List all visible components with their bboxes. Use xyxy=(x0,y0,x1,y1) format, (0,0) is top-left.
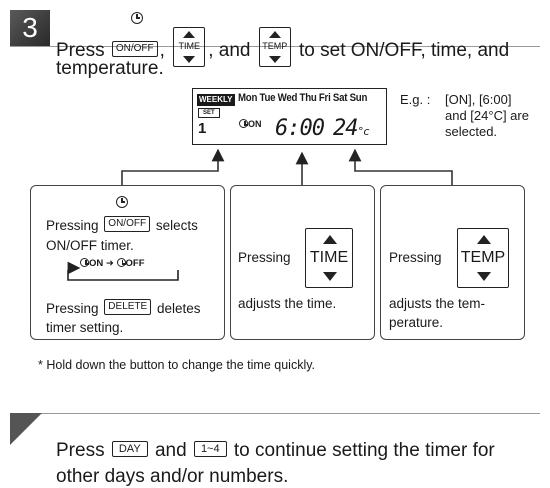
on-indicator: ON xyxy=(239,119,262,129)
clock-icon xyxy=(116,258,126,267)
down-arrow-icon xyxy=(268,56,281,63)
up-arrow-icon xyxy=(183,31,196,38)
temp-button-label: TEMP xyxy=(460,249,506,266)
up-arrow-icon xyxy=(268,31,281,38)
time-button-label: TIME xyxy=(178,41,200,51)
time-help-box xyxy=(230,185,375,340)
temp-button-label: TEMP xyxy=(262,41,288,51)
number-range-button[interactable]: 1~4 xyxy=(193,440,227,457)
instruction-line-2: temperature. xyxy=(56,58,164,79)
set-indicator: SET xyxy=(198,108,220,118)
cycle-bracket xyxy=(67,270,179,281)
up-arrow-icon xyxy=(477,235,491,244)
temperature-readout: 24°c xyxy=(333,116,370,141)
temp-description-2: perature. xyxy=(389,315,444,330)
arrow-onoff xyxy=(121,148,225,185)
temp-pressing-label: Pressing xyxy=(389,250,442,265)
temp-button[interactable]: TEMP xyxy=(258,27,291,67)
delete-button[interactable]: DELETE xyxy=(104,299,152,316)
onoff-line-2: ON/OFF timer. xyxy=(46,238,134,253)
time-readout: 6:00 xyxy=(275,116,325,141)
temp-help-box xyxy=(380,185,525,340)
temp-button-large[interactable]: TEMP xyxy=(457,228,509,288)
right-arrow-icon: ➜ xyxy=(105,258,114,269)
onoff-button[interactable]: ON/OFF xyxy=(111,41,158,57)
up-arrow-icon xyxy=(323,235,337,244)
example-label: E.g. : xyxy=(400,92,431,107)
weekly-indicator: WEEKLY xyxy=(197,94,235,106)
step-number-badge: 3 xyxy=(10,10,50,46)
time-button-label: TIME xyxy=(309,249,349,266)
hold-note: * Hold down the button to change the tim… xyxy=(38,358,316,372)
onoff-help-box xyxy=(30,185,225,340)
clock-icon xyxy=(80,258,89,267)
timer-number: 1 xyxy=(198,120,207,137)
day-button[interactable]: DAY xyxy=(111,440,148,457)
section-divider xyxy=(10,413,540,414)
down-arrow-icon xyxy=(323,272,337,281)
section-divider xyxy=(10,46,540,47)
onoff-cycle: ON ➜ OFF xyxy=(80,258,145,269)
time-description: adjusts the time. xyxy=(238,296,337,311)
next-instruction-line-1: Press DAY and 1~4 to continue setting th… xyxy=(56,440,495,461)
onoff-button[interactable]: ON/OFF xyxy=(104,216,151,233)
down-arrow-icon xyxy=(183,56,196,63)
down-arrow-icon xyxy=(477,272,491,281)
instruction-text: , xyxy=(159,40,165,62)
temp-description-1: adjusts the tem- xyxy=(389,296,486,311)
instruction-text: to set ON/OFF, time, and xyxy=(299,40,510,62)
instruction-line-1: Press ON/OFF, TIME , and TEMP to set ON/O… xyxy=(56,27,510,71)
section-corner-mark xyxy=(10,413,42,445)
time-button-large[interactable]: TIME xyxy=(305,228,353,288)
weekday-row: Mon Tue Wed Thu Fri Sat Sun xyxy=(238,92,368,104)
instruction-text: Press xyxy=(56,40,105,62)
time-button[interactable]: TIME xyxy=(173,27,206,67)
example-text: [ON], [6:00] and [24°C] are selected. xyxy=(445,92,529,139)
onoff-line-1: Pressing ON/OFF selects xyxy=(46,216,198,233)
arrow-temp xyxy=(348,148,453,185)
clock-icon xyxy=(239,119,248,128)
next-instruction-line-2: other days and/or numbers. xyxy=(56,466,289,487)
lcd-display: WEEKLY Mon Tue Wed Thu Fri Sat Sun SET 1… xyxy=(192,88,387,145)
onoff-line-4: timer setting. xyxy=(46,320,124,335)
time-pressing-label: Pressing xyxy=(238,250,291,265)
instruction-text: , and xyxy=(208,40,251,62)
onoff-line-3: Pressing DELETE deletes xyxy=(46,299,201,316)
